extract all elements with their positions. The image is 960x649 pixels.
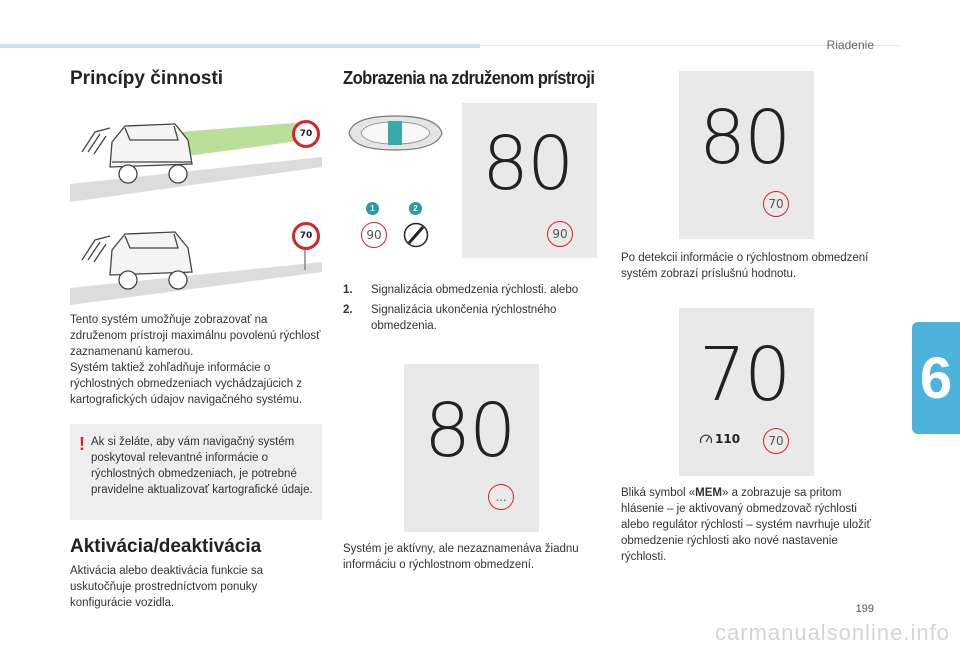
warning-icon: !	[79, 434, 85, 454]
speed-limiter-icon	[699, 432, 713, 446]
cluster-4-speed: 70	[699, 332, 791, 418]
legend-item-2: 2. Signalizácia ukončenia rýchlostného o…	[343, 304, 557, 332]
cluster-4-set-speed: 110	[715, 432, 741, 446]
cluster-1-speed: 80	[482, 121, 574, 207]
legend-item-1: 1. Signalizácia obmedzenia rýchlosti. al…	[343, 284, 579, 296]
no-info-text: Systém je aktívny, ale nezaznamenáva žia…	[343, 543, 579, 571]
heading-activation: Aktivácia/deaktivácia	[70, 536, 262, 557]
detection-text: Po detekcii informácie o rýchlostnom obm…	[621, 252, 869, 280]
cluster-3-limit-sign: 70	[763, 191, 789, 217]
heading-principles: Princípy činnosti	[70, 68, 224, 89]
speed-sign-70-navigation: 70	[292, 222, 320, 250]
cluster-2-speed: 80	[424, 388, 516, 474]
car-illustration-navigation: 70	[70, 220, 322, 305]
warning-box: ! Ak si želáte, aby vám navigačný systém…	[70, 424, 322, 520]
chapter-tab: 6	[912, 322, 960, 434]
car-illustration-camera: 70	[70, 112, 322, 202]
speed-limit-90-symbol: 90	[361, 222, 387, 248]
cluster-display-3: 80 70	[679, 71, 814, 239]
speed-sign-70-camera: 70	[292, 120, 320, 148]
cluster-3-speed: 80	[699, 95, 791, 181]
mem-symbol: MEM	[695, 487, 722, 499]
cluster-4-limit-sign: 70	[763, 428, 789, 454]
activation-text: Aktivácia alebo deaktivácia funkcie sa u…	[70, 565, 264, 609]
header-bar	[0, 44, 480, 48]
end-of-limit-icon	[403, 222, 429, 248]
section-title: Riadenie	[826, 38, 874, 52]
watermark: carmanualsonline.info	[714, 620, 950, 645]
intro-paragraph-1: Tento systém umožňuje zobrazovať na zdru…	[70, 314, 321, 358]
cluster-1-limit-sign: 90	[547, 221, 573, 247]
callout-badge-1: 1	[366, 202, 379, 215]
callout-badge-2: 2	[409, 202, 422, 215]
legend-list: 1. Signalizácia obmedzenia rýchlosti. al…	[343, 282, 583, 334]
header-line	[480, 45, 900, 46]
cluster-2-limit-sign: …	[488, 484, 514, 510]
cluster-display-2: 80 …	[404, 364, 539, 532]
cluster-display-4: 70 110 70	[679, 308, 814, 476]
warning-text: Ak si želáte, aby vám navigačný systém p…	[91, 436, 313, 496]
camera-module-illustration	[343, 112, 448, 154]
intro-text: Tento systém umožňuje zobrazovať na zdru…	[70, 312, 322, 408]
cluster-display-1: 80 90	[462, 103, 597, 258]
heading-cluster-displays: Zobrazenia na združenom prístroji	[343, 68, 595, 88]
mem-text: Bliká symbol «MEM» a zobrazuje sa pritom…	[621, 487, 871, 563]
intro-paragraph-2: Systém taktiež zohľadňuje informácie o r…	[70, 362, 303, 406]
page-number: 199	[855, 603, 874, 615]
